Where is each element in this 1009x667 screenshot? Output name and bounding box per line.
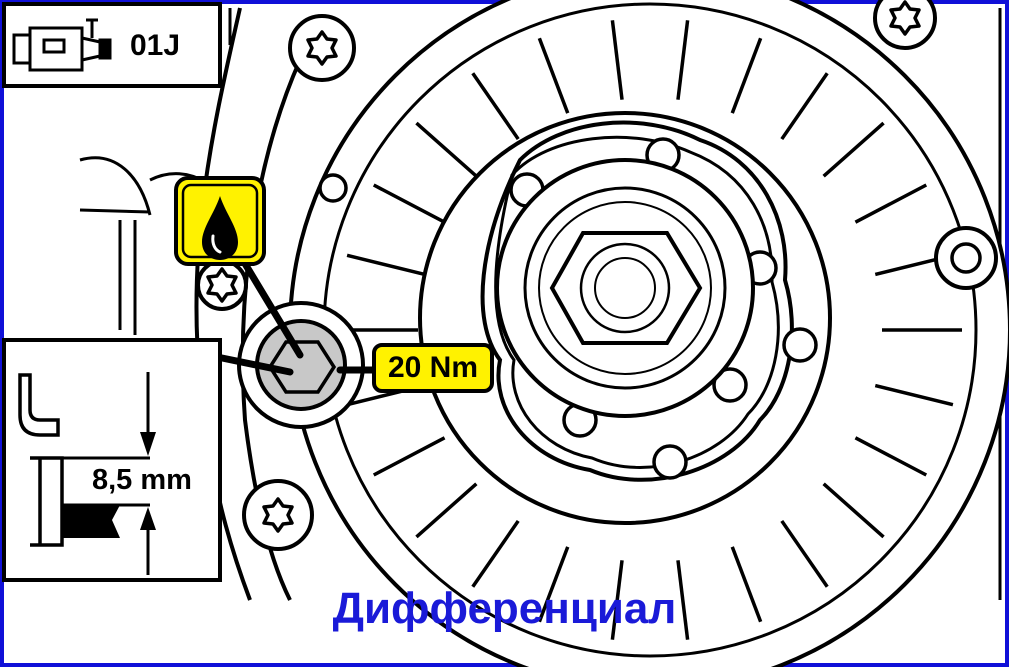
oil-callout: [174, 176, 266, 266]
ring-gear-spoke: [610, 20, 624, 100]
ring-gear-spoke: [822, 482, 885, 539]
ring-gear-spoke: [346, 253, 426, 277]
torque-callout: 20 Nm: [372, 343, 494, 393]
oil-drop-icon: [202, 196, 238, 260]
gearbox-icon: [12, 18, 112, 72]
torque-value: 20 Nm: [387, 351, 479, 384]
fill-depth-value: 8,5 mm: [92, 464, 192, 496]
ring-gear-spoke: [415, 121, 478, 178]
ring-gear-spoke: [780, 519, 829, 588]
ring-gear-spoke: [372, 436, 446, 477]
ring-gear-spoke: [730, 37, 763, 114]
oil-filler-plug: [237, 301, 365, 429]
ring-gear-spoke: [676, 560, 690, 640]
ring-gear-spoke: [822, 121, 885, 178]
transmission-code: 01J: [130, 29, 181, 62]
ring-gear-spoke: [610, 560, 624, 640]
ring-gear-spoke: [730, 546, 763, 623]
ring-gear-spoke: [676, 20, 690, 100]
transmission-code-panel: [2, 2, 222, 88]
ring-gear-spoke: [854, 436, 928, 477]
ring-gear-spoke: [415, 482, 478, 539]
ring-gear-spoke: [471, 72, 520, 141]
flange-bolts: [196, 0, 998, 551]
ring-gear-spoke: [537, 37, 570, 114]
ring-gear-spoke: [372, 183, 446, 224]
ring-gear-spoke: [537, 546, 570, 623]
ring-gear-spoke: [471, 519, 520, 588]
ring-gear-spoke: [854, 183, 928, 224]
differential-carrier: [418, 111, 832, 525]
ring-gear-spoke: [874, 383, 954, 407]
diagram-caption: Дифференциал: [332, 584, 677, 633]
ring-gear-spoke: [780, 72, 829, 141]
fill-level-inset: [2, 338, 222, 582]
